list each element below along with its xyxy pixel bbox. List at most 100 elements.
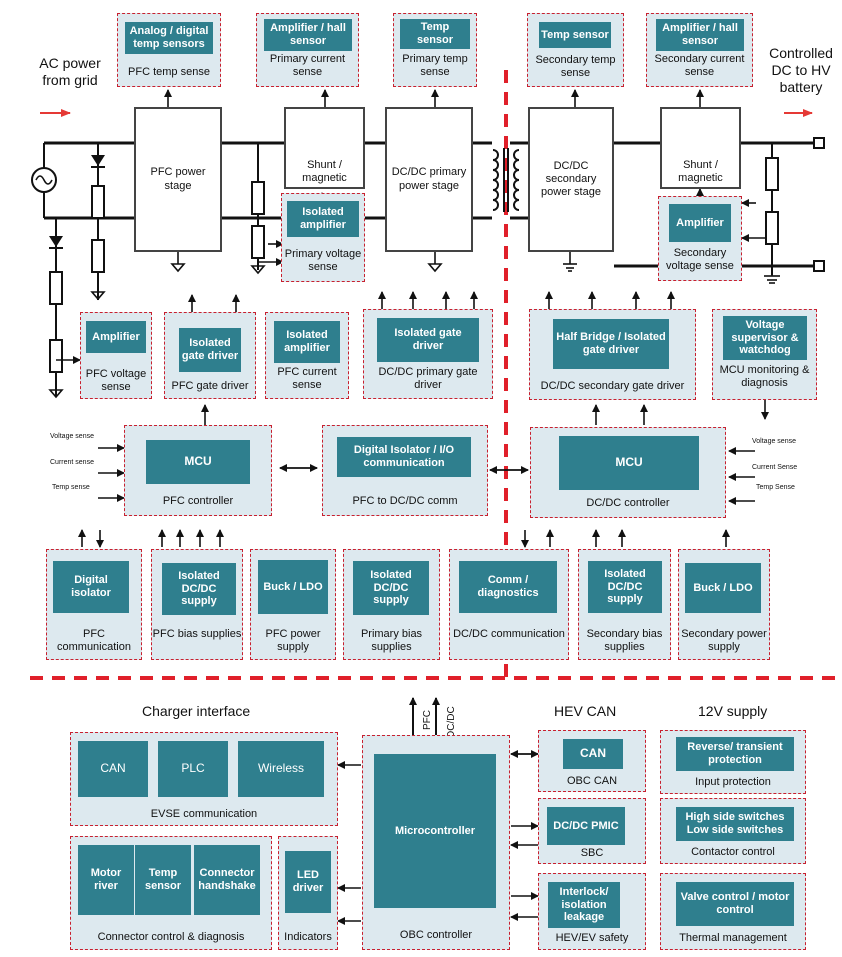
valve-motor-control-chip: Valve control / motor control [676, 882, 794, 926]
connector-control-group: Motor river Temp sensor Connector handsh… [70, 836, 272, 950]
pfc-output-label: PFC [422, 710, 433, 730]
pfc-voltage-sense-caption: PFC voltage sense [85, 368, 147, 394]
sbc-caption: SBC [580, 847, 604, 859]
supply-chip: Isolated DC/DC supply [353, 561, 429, 615]
supply-caption: Secondary bias supplies [586, 628, 663, 654]
pfc-current-sense-caption: PFC current sense [277, 366, 337, 392]
pfc-voltage-amplifier-chip: Amplifier [86, 321, 146, 353]
supply-caption: DC/DC communication [453, 628, 565, 640]
interlock-isolation-chip: Interlock/ isolation leakage [548, 882, 620, 928]
indicators-group: LED driver Indicators [278, 836, 338, 950]
digital-isolator-io-chip: Digital Isolator / I/O communication [337, 437, 471, 477]
contactor-control-group: High side switches Low side switches Con… [660, 798, 806, 864]
obc-can-chip: CAN [563, 739, 623, 769]
pfc-gate-driver-caption: PFC gate driver [171, 380, 249, 392]
obc-can-caption: OBC CAN [566, 775, 618, 787]
evse-plc-chip: PLC [158, 741, 228, 797]
supply-caption: PFC bias supplies [152, 628, 242, 640]
hev-ev-safety-group: Interlock/ isolation leakage HEV/EV safe… [538, 873, 646, 950]
contactor-control-caption: Contactor control [691, 846, 775, 858]
obc-controller-group: Microcontroller OBC controller [362, 735, 510, 950]
reverse-transient-protection-chip: Reverse/ transient protection [676, 737, 794, 771]
dcdc-primary-gate-driver-group: Isolated gate driver DC/DC primary gate … [363, 309, 493, 399]
dcdc-secondary-power-stage: DC/DC secondary power stage [528, 107, 614, 252]
temp-sensor-chip: Temp sensor [135, 845, 191, 915]
high-low-side-switches-chip: High side switches Low side switches [676, 807, 794, 841]
12v-supply-heading: 12V supply [698, 703, 768, 719]
pfc-temp-sense-caption: PFC temp sense [128, 66, 210, 78]
hev-can-heading: HEV CAN [554, 703, 617, 719]
primary-current-sense-group: Amplifier / hall sensor Primary current … [256, 13, 359, 87]
supply-chip: Buck / LDO [685, 563, 761, 613]
secondary-current-sense-caption: Secondary current sense [654, 53, 745, 79]
secondary-shunt-box: Shunt / magnetic [660, 107, 741, 189]
primary-voltage-sense-caption: Primary voltage sense [284, 248, 362, 274]
dcdc-mcu-chip: MCU [559, 436, 699, 490]
input-protection-group: Reverse/ transient protection Input prot… [660, 730, 806, 794]
input-protection-caption: Input protection [695, 776, 771, 788]
dcdc-controller-caption: DC/DC controller [586, 497, 670, 509]
thermal-management-caption: Thermal management [679, 932, 787, 944]
dcdc-voltage-sense-input: Voltage sense [752, 438, 796, 445]
pfc-temp-sensor-chip: Analog / digital temp sensors [125, 22, 213, 54]
supply-card: Isolated DC/DC supply PFC bias supplies [151, 549, 243, 660]
obc-microcontroller-chip: Microcontroller [374, 754, 496, 908]
pfc-gate-driver-group: Isolated gate driver PFC gate driver [164, 312, 256, 399]
supply-caption: Secondary power supply [681, 628, 767, 654]
evse-wireless-chip: Wireless [238, 741, 324, 797]
secondary-voltage-sense-group: Amplifier Secondary voltage sense [658, 196, 742, 281]
mcu-monitoring-group: Voltage supervisor & watchdog MCU monito… [712, 309, 817, 400]
supply-card: Comm / diagnostics DC/DC communication [449, 549, 569, 660]
pfc-controller-caption: PFC controller [162, 495, 234, 507]
supply-chip: Isolated DC/DC supply [588, 561, 662, 613]
primary-current-sensor-chip: Amplifier / hall sensor [264, 19, 352, 51]
evse-communication-group: CAN PLC Wireless EVSE communication [70, 732, 338, 826]
supply-chip: Isolated DC/DC supply [162, 563, 236, 615]
charger-interface-heading: Charger interface [142, 703, 251, 719]
voltage-supervisor-chip: Voltage supervisor & watchdog [723, 316, 807, 360]
secondary-temp-sense-group: Temp sensor Secondary temp sense [527, 13, 624, 87]
supply-caption: PFC power supply [265, 628, 321, 654]
dcdc-primary-power-stage: DC/DC primary power stage [385, 107, 473, 252]
supply-caption: Primary bias supplies [360, 628, 423, 654]
supply-card: Digital isolator PFC communication [46, 549, 142, 660]
connector-handshake-chip: Connector handshake [194, 845, 260, 915]
supply-card: Isolated DC/DC supply Primary bias suppl… [343, 549, 440, 660]
primary-temp-sense-caption: Primary temp sense [402, 53, 468, 79]
secondary-voltage-amplifier-chip: Amplifier [669, 204, 731, 242]
supply-chip: Buck / LDO [258, 560, 328, 614]
supply-chip: Digital isolator [53, 561, 129, 613]
thermal-management-group: Valve control / motor control Thermal ma… [660, 873, 806, 950]
pfc-power-stage: PFC power stage [134, 107, 222, 252]
primary-shunt-box: Shunt / magnetic [284, 107, 365, 189]
hv-battery-label: Controlled DC to HV battery [769, 45, 833, 95]
dcdc-temp-sense-input: Temp Sense [756, 484, 795, 491]
supply-card: Isolated DC/DC supply Secondary bias sup… [578, 549, 671, 660]
pfc-temp-sense-input: Temp sense [52, 484, 90, 491]
pfc-controller-group: MCU PFC controller [124, 425, 272, 516]
indicators-caption: Indicators [284, 931, 332, 943]
secondary-temp-sensor-chip: Temp sensor [539, 22, 611, 48]
pfc-current-sense-group: Isolated amplifier PFC current sense [265, 312, 349, 399]
pfc-isolated-gate-driver-chip: Isolated gate driver [179, 328, 241, 372]
pfc-voltage-sense-group: Amplifier PFC voltage sense [80, 312, 152, 399]
supply-chip: Comm / diagnostics [459, 561, 557, 613]
pfc-mcu-chip: MCU [146, 440, 250, 484]
dcdc-output-label: DC/DC [446, 706, 457, 738]
supply-card: Buck / LDO PFC power supply [250, 549, 336, 660]
secondary-current-sensor-chip: Amplifier / hall sensor [656, 19, 744, 51]
connector-control-caption: Connector control & diagnosis [97, 931, 245, 943]
dcdc-secondary-gate-driver-caption: DC/DC secondary gate driver [540, 380, 685, 392]
obc-can-group: CAN OBC CAN [538, 730, 646, 792]
dcdc-secondary-half-bridge-chip: Half Bridge / Isolated gate driver [553, 319, 669, 369]
primary-temp-sense-group: Temp sensor Primary temp sense [393, 13, 477, 87]
secondary-voltage-sense-caption: Secondary voltage sense [666, 247, 734, 273]
motor-driver-chip: Motor river [78, 845, 134, 915]
dcdc-pmic-chip: DC/DC PMIC [547, 807, 625, 845]
pfc-voltage-sense-input: Voltage sense [50, 433, 94, 440]
supply-card: Buck / LDO Secondary power supply [678, 549, 770, 660]
sbc-group: DC/DC PMIC SBC [538, 798, 646, 864]
dcdc-controller-group: MCU DC/DC controller [530, 427, 726, 518]
